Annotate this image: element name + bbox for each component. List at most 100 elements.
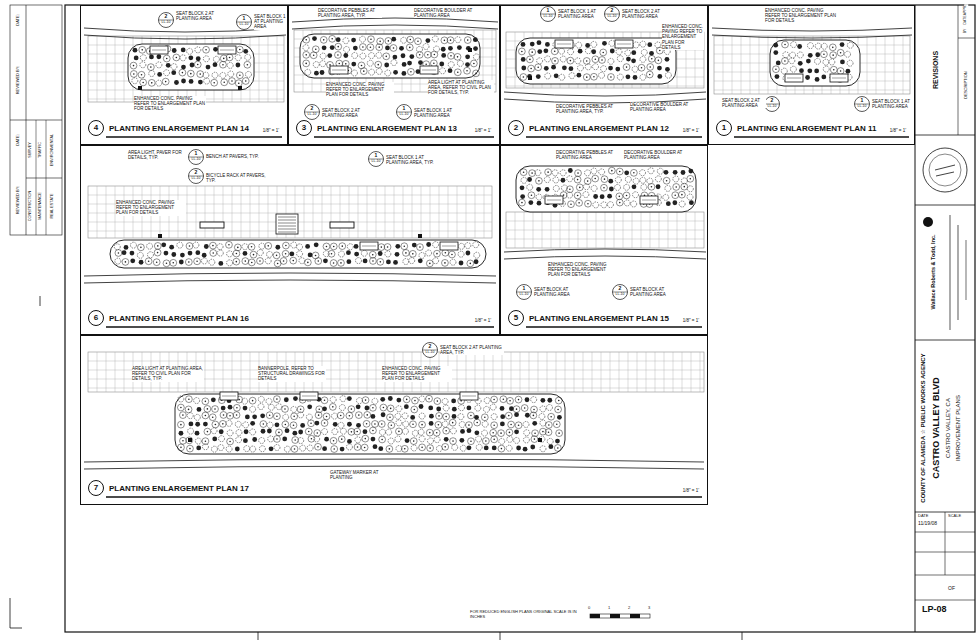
groundcover-symbol: [426, 250, 432, 256]
shrub-symbol: [305, 244, 310, 249]
sheet-reference: LL-10: [192, 159, 201, 163]
shrub-symbol: [399, 46, 404, 51]
groundcover-symbol: [617, 74, 623, 80]
shrub-symbol: [417, 244, 424, 251]
groundcover-symbol: [284, 446, 290, 452]
scale-note: 1/8" = 1': [475, 128, 491, 133]
shrub-symbol: [460, 429, 465, 434]
shrub-symbol: [169, 245, 174, 250]
shrub-symbol: [148, 260, 150, 262]
groundcover-symbol: [815, 43, 821, 49]
shrub-symbol: [252, 400, 254, 402]
callout-note: BANNERPOLE, REFER TO STRUCTURAL DRAWINGS…: [258, 366, 326, 382]
groundcover-symbol: [640, 41, 646, 47]
shrub-symbol: [403, 245, 405, 247]
shrub-symbol: [391, 37, 396, 42]
shrub-symbol: [665, 57, 670, 62]
detail-number: 1: [717, 121, 731, 135]
shrub-symbol: [840, 52, 842, 54]
shrub-symbol: [426, 242, 431, 247]
groundcover-symbol: [523, 421, 529, 427]
paving-joint: [358, 352, 359, 392]
shrub-symbol: [657, 66, 662, 71]
shrub-symbol: [673, 170, 678, 175]
shrub-symbol: [419, 444, 426, 451]
callout-bubble: [305, 112, 320, 113]
shrub-symbol: [508, 415, 510, 417]
groundcover-symbol: [177, 242, 183, 248]
groundcover-symbol: [268, 436, 274, 442]
shrub-symbol: [377, 258, 384, 265]
shrub-symbol: [648, 183, 655, 190]
shrub-symbol: [182, 72, 184, 74]
groundcover-symbol: [829, 59, 835, 65]
shrub-symbol: [448, 68, 453, 73]
shrub-symbol: [516, 446, 521, 451]
shrub-symbol: [173, 54, 180, 61]
groundcover-symbol: [250, 446, 256, 452]
curb-line: [84, 466, 704, 469]
groundcover-symbol: [147, 243, 153, 249]
shrub-symbol: [623, 192, 630, 199]
shrub-symbol: [343, 53, 348, 58]
shrub-symbol: [178, 404, 185, 411]
plan-panel: PLANTING ENLARGEMENT PLAN 111/8" = 1'1: [708, 5, 915, 145]
shrub-symbol: [300, 408, 302, 410]
rotated-text: Wallace Roberts & Todd, Inc.: [931, 234, 937, 309]
groundcover-symbol: [267, 422, 273, 428]
detail-number-circle: 4: [88, 120, 104, 136]
shrub-symbol: [688, 169, 693, 174]
shrub-symbol: [545, 187, 550, 192]
shrub-symbol: [395, 244, 400, 249]
paving-joint: [115, 352, 116, 392]
detail-number-circle: 5: [508, 310, 524, 326]
callout-bubble: [517, 285, 532, 300]
shrub-symbol: [604, 178, 606, 180]
shrub-symbol: [276, 415, 278, 417]
groundcover-symbol: [591, 168, 597, 174]
area-light: [468, 48, 472, 52]
paving-joint: [439, 186, 440, 238]
plan-panel: PLANTING ENLARGEMENT PLAN 171/8" = 1'7: [80, 335, 708, 505]
groundcover-symbol: [625, 176, 631, 182]
shrub-symbol: [689, 178, 691, 180]
shrub-symbol: [233, 412, 240, 419]
paving-joint: [556, 352, 557, 392]
seat-block: [615, 40, 633, 48]
shrub-symbol: [178, 421, 185, 428]
seat-block: [362, 246, 376, 247]
shrub-symbol: [409, 250, 416, 257]
callout-bubble: [189, 169, 204, 184]
groundcover-symbol: [847, 60, 853, 66]
shrub-symbol: [649, 74, 651, 76]
shrub-symbol: [321, 420, 328, 427]
shrub-symbol: [607, 194, 612, 199]
scale-bar: [590, 614, 650, 618]
groundcover-symbol: [687, 194, 693, 200]
callout-bubble: [369, 159, 384, 160]
shrub-symbol: [615, 67, 620, 72]
shrub-symbol: [554, 60, 556, 62]
callout-number: 2: [195, 170, 198, 175]
shrub-symbol: [648, 55, 655, 62]
callout-bubble: [369, 152, 384, 167]
shrub-symbol: [233, 250, 240, 257]
shrub-symbol: [316, 432, 318, 434]
shrub-symbol: [283, 260, 285, 262]
callout-bubble: [237, 22, 252, 23]
review-table: [46, 120, 47, 235]
groundcover-symbol: [640, 177, 646, 183]
shrub-symbol: [577, 195, 579, 197]
groundcover-symbol: [419, 396, 425, 402]
shrub-symbol: [278, 432, 280, 434]
shrub-symbol: [528, 192, 535, 199]
shrub-symbol: [515, 396, 522, 403]
groundcover-symbol: [553, 185, 559, 191]
area-light: [238, 86, 242, 90]
shrub-symbol: [326, 246, 328, 248]
groundcover-symbol: [540, 420, 546, 426]
shrub-symbol: [473, 46, 478, 51]
shrub-symbol: [569, 66, 574, 71]
groundcover-symbol: [624, 184, 630, 190]
shrub-symbol: [429, 432, 431, 434]
